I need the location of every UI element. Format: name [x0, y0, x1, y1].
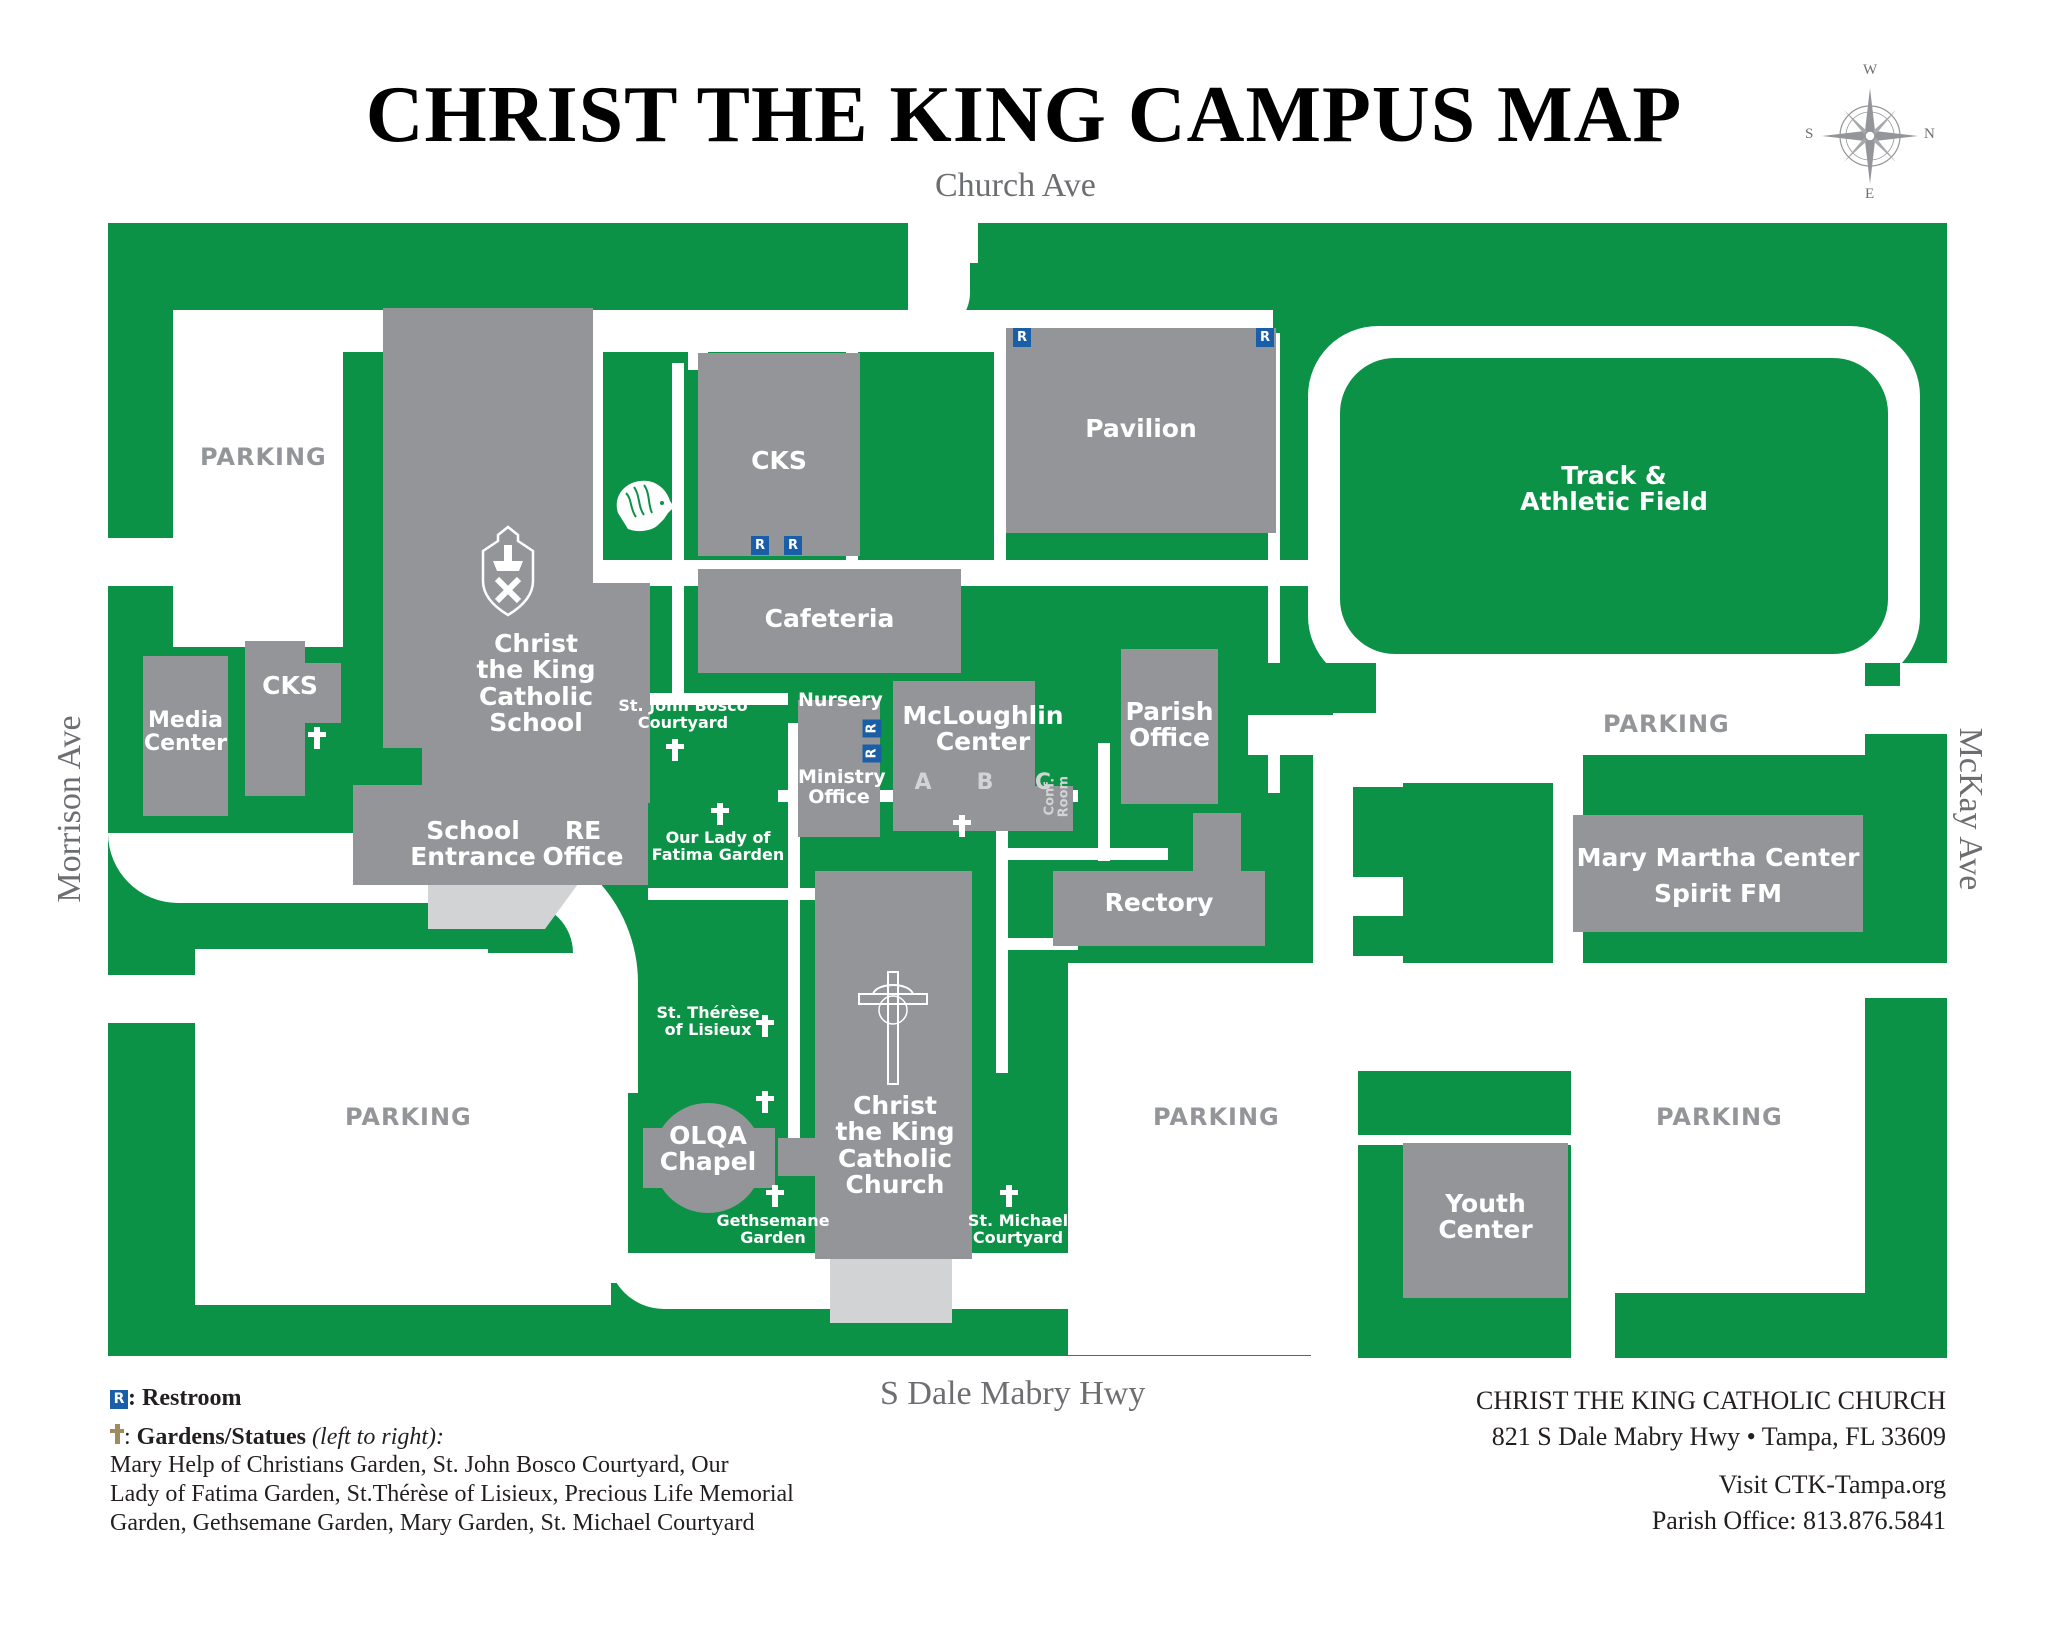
compass: W S N E — [1800, 62, 1940, 208]
church-name: CHRIST THE KING CATHOLIC CHURCH — [1476, 1386, 1946, 1415]
parking-label-south-center[interactable]: PARKING — [1153, 1103, 1280, 1131]
compass-s: S — [1805, 126, 1814, 142]
compass-w: W — [1863, 62, 1878, 78]
garden-cross-icon[interactable] — [666, 739, 684, 761]
church-website[interactable]: Visit CTK-Tampa.org — [1718, 1470, 1946, 1499]
building-cafeteria[interactable]: Cafeteria — [764, 604, 895, 633]
compass-rose-icon — [1822, 88, 1918, 184]
garden-cross-icon[interactable] — [308, 727, 326, 749]
field-track-athletic[interactable]: Track &Athletic Field — [1520, 461, 1708, 517]
contact-info: CHRIST THE KING CATHOLIC CHURCH 821 S Da… — [1476, 1383, 1946, 1539]
garden-cross-icon[interactable] — [711, 803, 729, 825]
church-cross-icon — [858, 971, 928, 1085]
restroom-icon[interactable]: R — [784, 536, 802, 555]
garden-cross-icon[interactable] — [766, 1185, 784, 1207]
room-c[interactable]: C — [1034, 770, 1052, 795]
garden-cross-icon[interactable] — [756, 1091, 774, 1113]
street-morrison-ave: Morrison Ave — [51, 715, 88, 903]
building-pavilion[interactable]: Pavilion — [1085, 414, 1197, 443]
page-title: CHRIST THE KING CAMPUS MAP — [365, 71, 1683, 159]
building-rectory[interactable]: Rectory — [1104, 888, 1214, 917]
conf-room[interactable]: Conf.Room — [1042, 775, 1071, 818]
restroom-icon[interactable]: R — [1013, 328, 1031, 347]
street-mckay-ave: McKay Ave — [1952, 727, 1989, 891]
legend-gardens: : Gardens/Statues (left to right): — [110, 1424, 794, 1451]
building-cks-west[interactable]: CKS — [262, 671, 318, 700]
restroom-icon: R — [110, 1390, 128, 1409]
compass-e: E — [1865, 186, 1875, 202]
restroom-icon[interactable]: R — [862, 744, 882, 763]
garden-cross-icon[interactable] — [953, 815, 971, 837]
building-cks-north[interactable]: CKS — [751, 446, 807, 475]
garden-cross-icon[interactable] — [756, 1015, 774, 1037]
parking-label-northwest[interactable]: PARKING — [200, 443, 327, 471]
garden-cross-icon[interactable] — [1000, 1185, 1018, 1207]
restroom-icon[interactable]: R — [1256, 328, 1274, 347]
restroom-icon[interactable]: R — [862, 719, 882, 738]
parking-label-southeast[interactable]: PARKING — [1656, 1103, 1783, 1131]
room-b[interactable]: B — [976, 770, 994, 795]
restroom-icon[interactable]: R — [751, 536, 769, 555]
gold-cross-icon — [110, 1424, 124, 1444]
church-phone[interactable]: Parish Office: 813.876.5841 — [1651, 1506, 1946, 1535]
street-church-ave: Church Ave — [935, 167, 1096, 204]
church-address: 821 S Dale Mabry Hwy • Tampa, FL 33609 — [1491, 1422, 1946, 1451]
street-s-dale-mabry: S Dale Mabry Hwy — [880, 1375, 1146, 1412]
lion-logo-icon — [616, 480, 674, 532]
campus-map: CKS Pavilion Track &Athletic Field Chris… — [108, 223, 1947, 1358]
parking-label-northeast[interactable]: PARKING — [1603, 710, 1730, 738]
parking-label-southwest[interactable]: PARKING — [345, 1103, 472, 1131]
legend-restroom: R: Restroom — [110, 1385, 794, 1412]
legend: R: Restroom : Gardens/Statues (left to r… — [110, 1385, 794, 1538]
room-a[interactable]: A — [914, 770, 932, 795]
legend-gardens-list: Mary Help of Christians Garden, St. John… — [110, 1452, 794, 1536]
compass-n: N — [1924, 126, 1935, 142]
building-nursery[interactable]: Nursery — [798, 689, 883, 711]
school-shield-icon — [481, 525, 535, 617]
